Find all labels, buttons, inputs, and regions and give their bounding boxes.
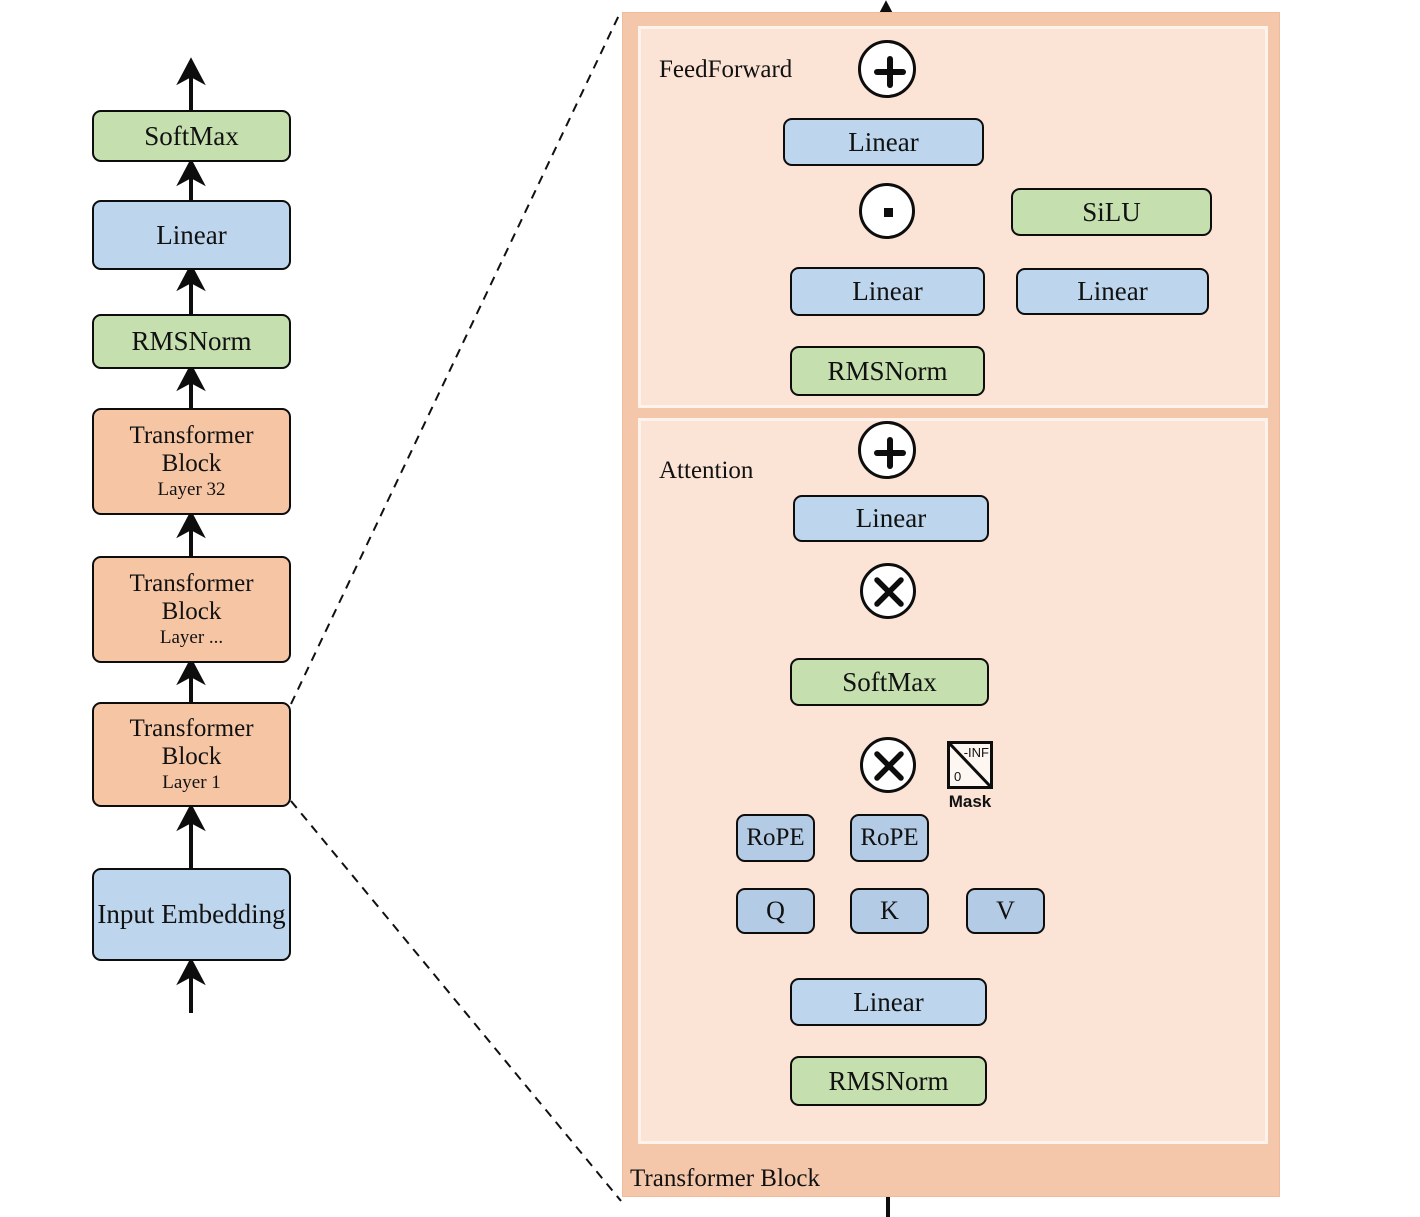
node-label: Linear	[855, 503, 927, 534]
mask-caption: Mask	[948, 792, 992, 811]
node-label: SoftMax	[144, 120, 239, 151]
ff-gate-linear[interactable]: Linear	[790, 267, 985, 316]
node-label: RoPE	[746, 824, 805, 851]
add-op-feedforward	[858, 40, 916, 98]
node-label: Linear	[853, 986, 924, 1017]
sidebar-node-linear[interactable]: Linear	[92, 200, 291, 270]
node-label: RoPE	[860, 824, 919, 851]
sidebar-node-softmax[interactable]: SoftMax	[92, 110, 291, 162]
value-projection[interactable]: V	[966, 888, 1045, 934]
mask-high-value: -INF	[963, 745, 989, 760]
feedforward-section-label: FeedForward	[659, 56, 793, 83]
matmul-op-attention-values	[860, 563, 916, 619]
mask-low-value: 0	[954, 769, 962, 784]
node-label: Linear	[848, 126, 919, 157]
node-label: RMSNorm	[828, 1065, 949, 1096]
node-label: Q	[766, 896, 785, 926]
attn-qkv-linear[interactable]: Linear	[790, 978, 987, 1026]
causal-mask-glyph: 0 -INF Mask	[947, 741, 993, 811]
attn-softmax[interactable]: SoftMax	[790, 658, 989, 706]
node-label: SiLU	[1082, 196, 1141, 227]
node-label: Linear	[852, 276, 923, 307]
callout-line-bottom	[290, 800, 622, 1202]
ff-rmsnorm[interactable]: RMSNorm	[790, 346, 985, 396]
node-label: SoftMax	[842, 666, 937, 697]
key-projection[interactable]: K	[850, 888, 929, 934]
node-label: K	[880, 896, 899, 926]
ff-output-linear[interactable]: Linear	[783, 118, 984, 166]
ff-up-linear[interactable]: Linear	[1016, 268, 1209, 315]
node-label: Linear	[1077, 276, 1148, 307]
node-sublabel: Layer 1	[162, 772, 221, 794]
node-label: RMSNorm	[131, 326, 252, 357]
node-label: Linear	[156, 219, 227, 250]
callout-line-top	[290, 12, 621, 705]
node-sublabel: Layer ...	[159, 627, 224, 649]
attn-output-linear[interactable]: Linear	[793, 495, 989, 542]
attention-section-label: Attention	[659, 457, 754, 484]
node-sublabel: Layer 32	[157, 479, 226, 501]
node-label: RMSNorm	[827, 355, 948, 386]
ff-silu-activation[interactable]: SiLU	[1011, 188, 1212, 236]
node-label: V	[996, 896, 1015, 926]
sidebar-node-input-embedding[interactable]: Input Embedding	[92, 868, 291, 961]
attn-rmsnorm[interactable]: RMSNorm	[790, 1056, 987, 1106]
query-projection[interactable]: Q	[736, 888, 815, 934]
rope-key[interactable]: RoPE	[850, 814, 929, 862]
multiply-op-feedforward	[859, 183, 915, 239]
node-label: Input Embedding	[97, 899, 286, 930]
add-op-attention	[858, 421, 916, 479]
matmul-op-query-key	[860, 737, 916, 793]
rope-query[interactable]: RoPE	[736, 814, 815, 862]
transformer-block-panel-label: Transformer Block	[630, 1165, 821, 1192]
sidebar-node-rmsnorm[interactable]: RMSNorm	[92, 314, 291, 369]
